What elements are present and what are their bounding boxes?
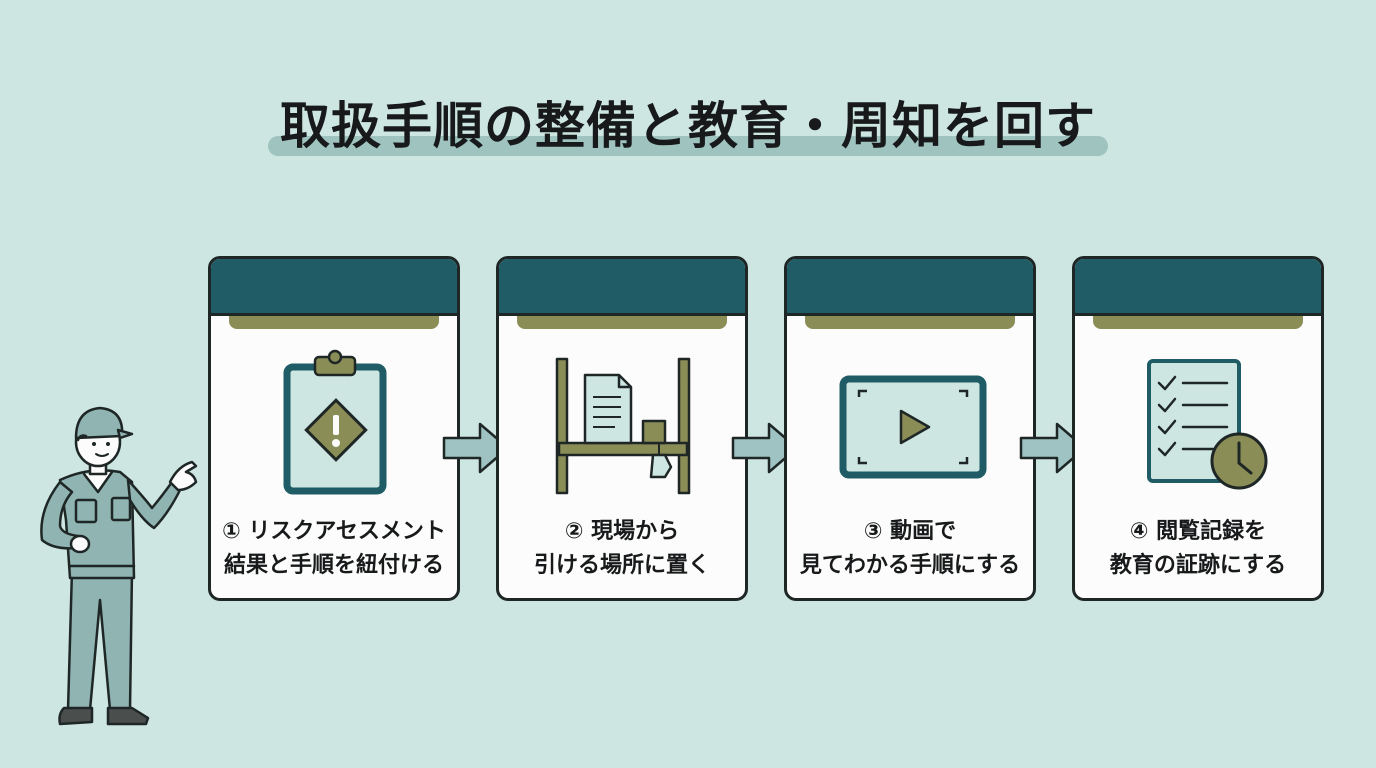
card-subheader [805, 316, 1015, 329]
card-text-line2: 引ける場所に置く [533, 553, 710, 578]
card-text-line1: ① リスクアセスメント [222, 519, 446, 544]
arrow-right-icon [731, 422, 799, 474]
card-text: ③ 動画で 見てわかる手順にする [791, 515, 1029, 583]
card-text: ② 現場から 引ける場所に置く [503, 515, 741, 583]
step-card-1: ① リスクアセスメント 結果と手順を紐付ける [208, 256, 460, 601]
card-text: ④ 閲覧記録を 教育の証跡にする [1079, 515, 1317, 583]
card-subheader [1093, 316, 1303, 329]
page-title: 取扱手順の整備と教育・周知を回す [280, 97, 1096, 155]
card-text-line2: 結果と手順を紐付ける [223, 553, 444, 578]
worker-illustration [40, 406, 198, 726]
title-area: 取扱手順の整備と教育・周知を回す [0, 80, 1376, 170]
card-text-line1: ③ 動画で [863, 519, 957, 544]
card-text-line1: ④ 閲覧記録を [1129, 519, 1267, 544]
card-text-line2: 教育の証跡にする [1109, 553, 1287, 578]
card-text: ① リスクアセスメント 結果と手順を紐付ける [215, 515, 453, 583]
card-text-line2: 見てわかる手順にする [799, 553, 1021, 578]
shelf-document-icon [555, 357, 691, 495]
card-subheader [517, 316, 727, 329]
title-underline [268, 136, 1108, 156]
checklist-clock-icon [1147, 359, 1268, 490]
step-card-3: ③ 動画で 見てわかる手順にする [784, 256, 1036, 601]
card-header [499, 259, 745, 316]
step-card-4: ④ 閲覧記録を 教育の証跡にする [1072, 256, 1324, 601]
card-header [1075, 259, 1321, 316]
arrow-right-icon [442, 422, 510, 474]
video-play-icon [839, 375, 987, 479]
clipboard-warning-icon [283, 349, 387, 495]
step-card-2: ② 現場から 引ける場所に置く [496, 256, 748, 601]
card-subheader [229, 316, 439, 329]
card-text-line1: ② 現場から [564, 519, 680, 544]
card-header [211, 259, 457, 316]
arrow-right-icon [1019, 422, 1087, 474]
card-header [787, 259, 1033, 316]
